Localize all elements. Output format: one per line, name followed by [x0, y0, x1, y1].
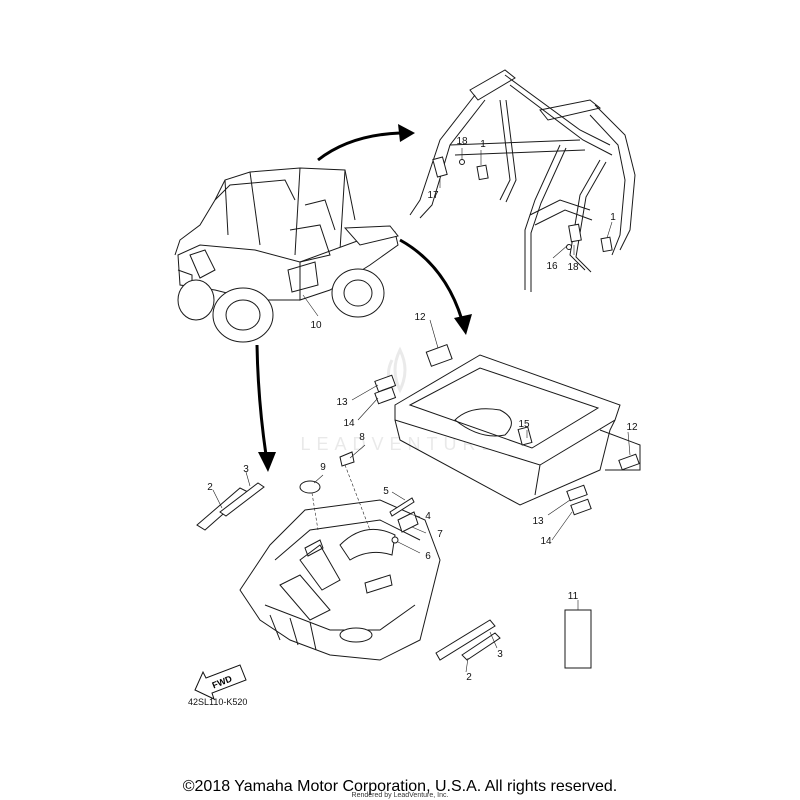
- callout-12-right: 12: [626, 422, 638, 433]
- callout-8: 8: [359, 432, 365, 443]
- rendered-by-note: Rendered by LeadVenture, Inc.: [351, 792, 449, 799]
- fwd-direction-icon: FWD: [194, 664, 247, 700]
- callout-18-right: 18: [567, 262, 579, 273]
- utv-vehicle-illustration: [174, 167, 399, 343]
- callout-16: 16: [546, 261, 558, 272]
- callout-6: 6: [425, 551, 431, 562]
- label-sheet: [564, 609, 592, 669]
- callout-3-bottom: 3: [497, 649, 503, 660]
- callout-14-bottom: 14: [540, 536, 552, 547]
- callout-2-bottom: 2: [466, 672, 472, 683]
- callout-14-top: 14: [343, 418, 355, 429]
- callout-11: 11: [568, 591, 579, 602]
- callout-7: 7: [437, 529, 443, 540]
- callout-10: 10: [310, 320, 322, 331]
- copyright-notice: ©2018 Yamaha Motor Corporation, U.S.A. A…: [182, 778, 618, 795]
- roll-cage-assembly: [409, 69, 636, 292]
- callout-18-top: 18: [456, 136, 468, 147]
- callout-17: 17: [427, 190, 439, 201]
- direction-arrows: [255, 124, 472, 472]
- callout-9: 9: [320, 462, 326, 473]
- callout-1-top: 1: [480, 139, 486, 150]
- callout-numbers: 18 1 17 1 16 18 10 12 13 14 15 12 13 14 …: [188, 136, 638, 707]
- callout-4: 4: [425, 511, 431, 522]
- callout-1-right: 1: [610, 212, 616, 223]
- callout-15: 15: [518, 419, 530, 430]
- callout-13-top: 13: [336, 397, 348, 408]
- diagram-code: 42SL110-K520: [188, 697, 247, 707]
- callout-2-top: 2: [207, 482, 213, 493]
- watermark-text: LEADVENTURE: [300, 434, 499, 454]
- cargo-bed-assembly: [374, 344, 641, 516]
- callout-3-top: 3: [243, 464, 249, 475]
- callout-5: 5: [383, 486, 389, 497]
- leader-lines: [212, 148, 631, 673]
- front-hood-assembly: [196, 451, 501, 661]
- watermark: LEADVENTURE: [300, 346, 499, 454]
- callout-13-bottom: 13: [532, 516, 544, 527]
- callout-12-top: 12: [414, 312, 426, 323]
